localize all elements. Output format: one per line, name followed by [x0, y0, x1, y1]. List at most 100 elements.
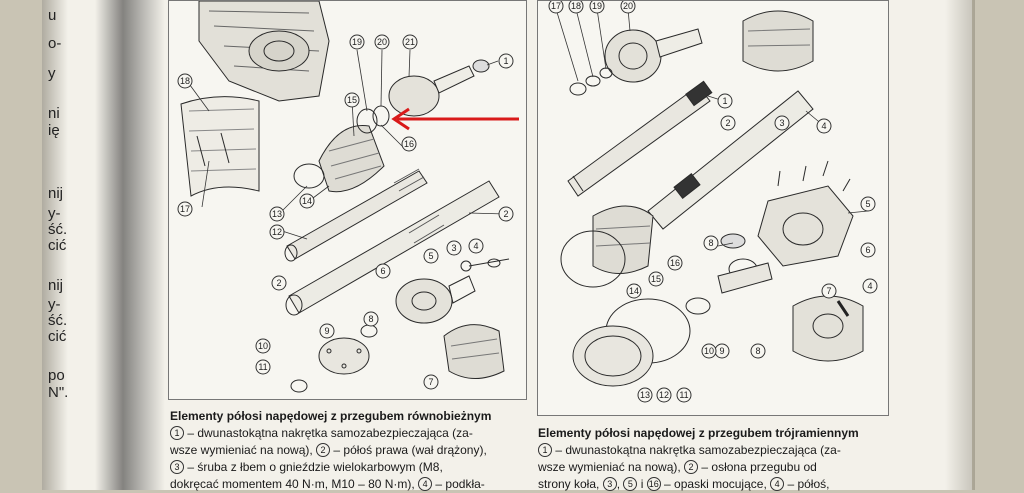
callout-number: 5	[428, 251, 433, 261]
callout-circle	[423, 248, 439, 264]
callout-number: 14	[302, 196, 312, 206]
callout-number: 20	[377, 37, 387, 47]
callout-circle	[269, 224, 285, 240]
callout-number: 13	[640, 390, 650, 400]
caption-equal-velocity-joint: Elementy półosi napędowej z przegubem ró…	[170, 408, 525, 493]
caption-line: 1 – dwunastokątna nakrętka samozabezpiec…	[170, 425, 525, 442]
margin-fragment: ść.	[48, 221, 68, 238]
callout-ref: 16	[646, 477, 661, 491]
callout-number: 9	[324, 326, 329, 336]
callout-circle	[363, 311, 379, 327]
callout-number: 15	[651, 274, 661, 284]
callout-circle	[816, 118, 832, 134]
callout-circle	[703, 235, 719, 251]
callout-number: 8	[755, 346, 760, 356]
margin-fragment: y-	[48, 296, 61, 313]
callout-ref: 1	[538, 443, 552, 457]
callout-circle	[568, 0, 584, 14]
callout-number: 10	[704, 346, 714, 356]
callout-ref: 4	[418, 477, 433, 491]
margin-fragment: cić	[48, 328, 67, 345]
callout-circle	[860, 242, 876, 258]
page-edge-shadow	[42, 0, 68, 490]
callout-number: 17	[180, 204, 190, 214]
callout-number: 2	[276, 278, 281, 288]
callout-number: 4	[821, 121, 826, 131]
callout-number: 4	[473, 241, 478, 251]
callout-number: 1	[503, 56, 508, 66]
callout-circle	[375, 263, 391, 279]
callout-number: 8	[708, 238, 713, 248]
callout-number: 11	[258, 362, 267, 372]
caption-line: wsze wymieniać na nową), 2 – osłona prze…	[538, 460, 817, 474]
callout-ref: 1	[170, 426, 184, 440]
margin-fragment: N".	[48, 384, 69, 401]
margin-fragment: ię	[48, 122, 60, 139]
margin-fragment: ni	[48, 105, 60, 122]
callout-number: 11	[679, 390, 688, 400]
callout-circle	[862, 278, 878, 294]
callout-number: 8	[368, 314, 373, 324]
callout-circle	[255, 338, 271, 354]
callout-circle	[468, 238, 484, 254]
callout-circle	[446, 240, 462, 256]
callout-number: 19	[352, 37, 362, 47]
callout-number: 6	[865, 245, 870, 255]
callout-ref: 3	[602, 477, 617, 491]
callout-circle	[860, 196, 876, 212]
callout-number: 6	[380, 266, 385, 276]
caption-line: wsze wymieniać na nową), 2 – półoś prawa…	[170, 443, 487, 457]
callout-number: 16	[404, 139, 414, 149]
callout-circle	[626, 283, 642, 299]
callout-circle	[620, 0, 636, 14]
callout-number: 18	[180, 76, 190, 86]
caption-line: dokręcać momentem 40 N·m, M10 – 80 N·m),…	[170, 477, 485, 491]
callout-circle	[548, 0, 564, 14]
red-arrow-indicator	[391, 107, 519, 131]
callout-number: 2	[725, 118, 730, 128]
callout-number: 12	[272, 227, 282, 237]
callout-circle	[701, 343, 717, 359]
page-right-shadow	[945, 0, 975, 490]
callout-circle	[589, 0, 605, 14]
callout-circle	[720, 115, 736, 131]
margin-fragment: nij	[48, 185, 64, 202]
callout-number: 7	[428, 377, 433, 387]
callout-circle	[349, 34, 365, 50]
callout-circle	[774, 115, 790, 131]
callout-circle	[177, 201, 193, 217]
callout-circle	[498, 206, 514, 222]
caption-line: 1 – dwunastokątna nakrętka samozabezpiec…	[538, 442, 888, 459]
callout-number: 14	[629, 286, 639, 296]
callout-ref: 2	[684, 460, 699, 474]
callout-circle	[656, 387, 672, 403]
caption-tripod-joint: Elementy półosi napędowej z przegubem tr…	[538, 425, 888, 493]
callout-ref: 4	[770, 477, 785, 491]
margin-fragment: po	[48, 367, 65, 384]
book-gutter-shadow	[95, 0, 165, 490]
callout-circle	[255, 359, 271, 375]
callout-circle	[344, 92, 360, 108]
callout-circle	[637, 387, 653, 403]
callout-circle	[299, 193, 315, 209]
callout-number: 21	[405, 37, 415, 47]
callout-circle	[676, 387, 692, 403]
callout-circle	[401, 136, 417, 152]
callout-circle	[402, 34, 418, 50]
callout-number: 17	[551, 1, 561, 11]
callout-ref: 2	[316, 443, 331, 457]
callout-circle	[821, 283, 837, 299]
callout-number: 19	[592, 1, 602, 11]
margin-fragment: o-	[48, 35, 62, 52]
callout-circle	[319, 323, 335, 339]
caption-title: Elementy półosi napędowej z przegubem ró…	[170, 409, 492, 423]
margin-fragment: u	[48, 7, 57, 24]
caption-line: strony koła, 3, 5 i 16 – opaski mocujące…	[538, 477, 830, 491]
callout-number: 18	[571, 1, 581, 11]
callout-circle	[271, 275, 287, 291]
callout-number: 1	[722, 96, 727, 106]
callout-circle	[717, 93, 733, 109]
